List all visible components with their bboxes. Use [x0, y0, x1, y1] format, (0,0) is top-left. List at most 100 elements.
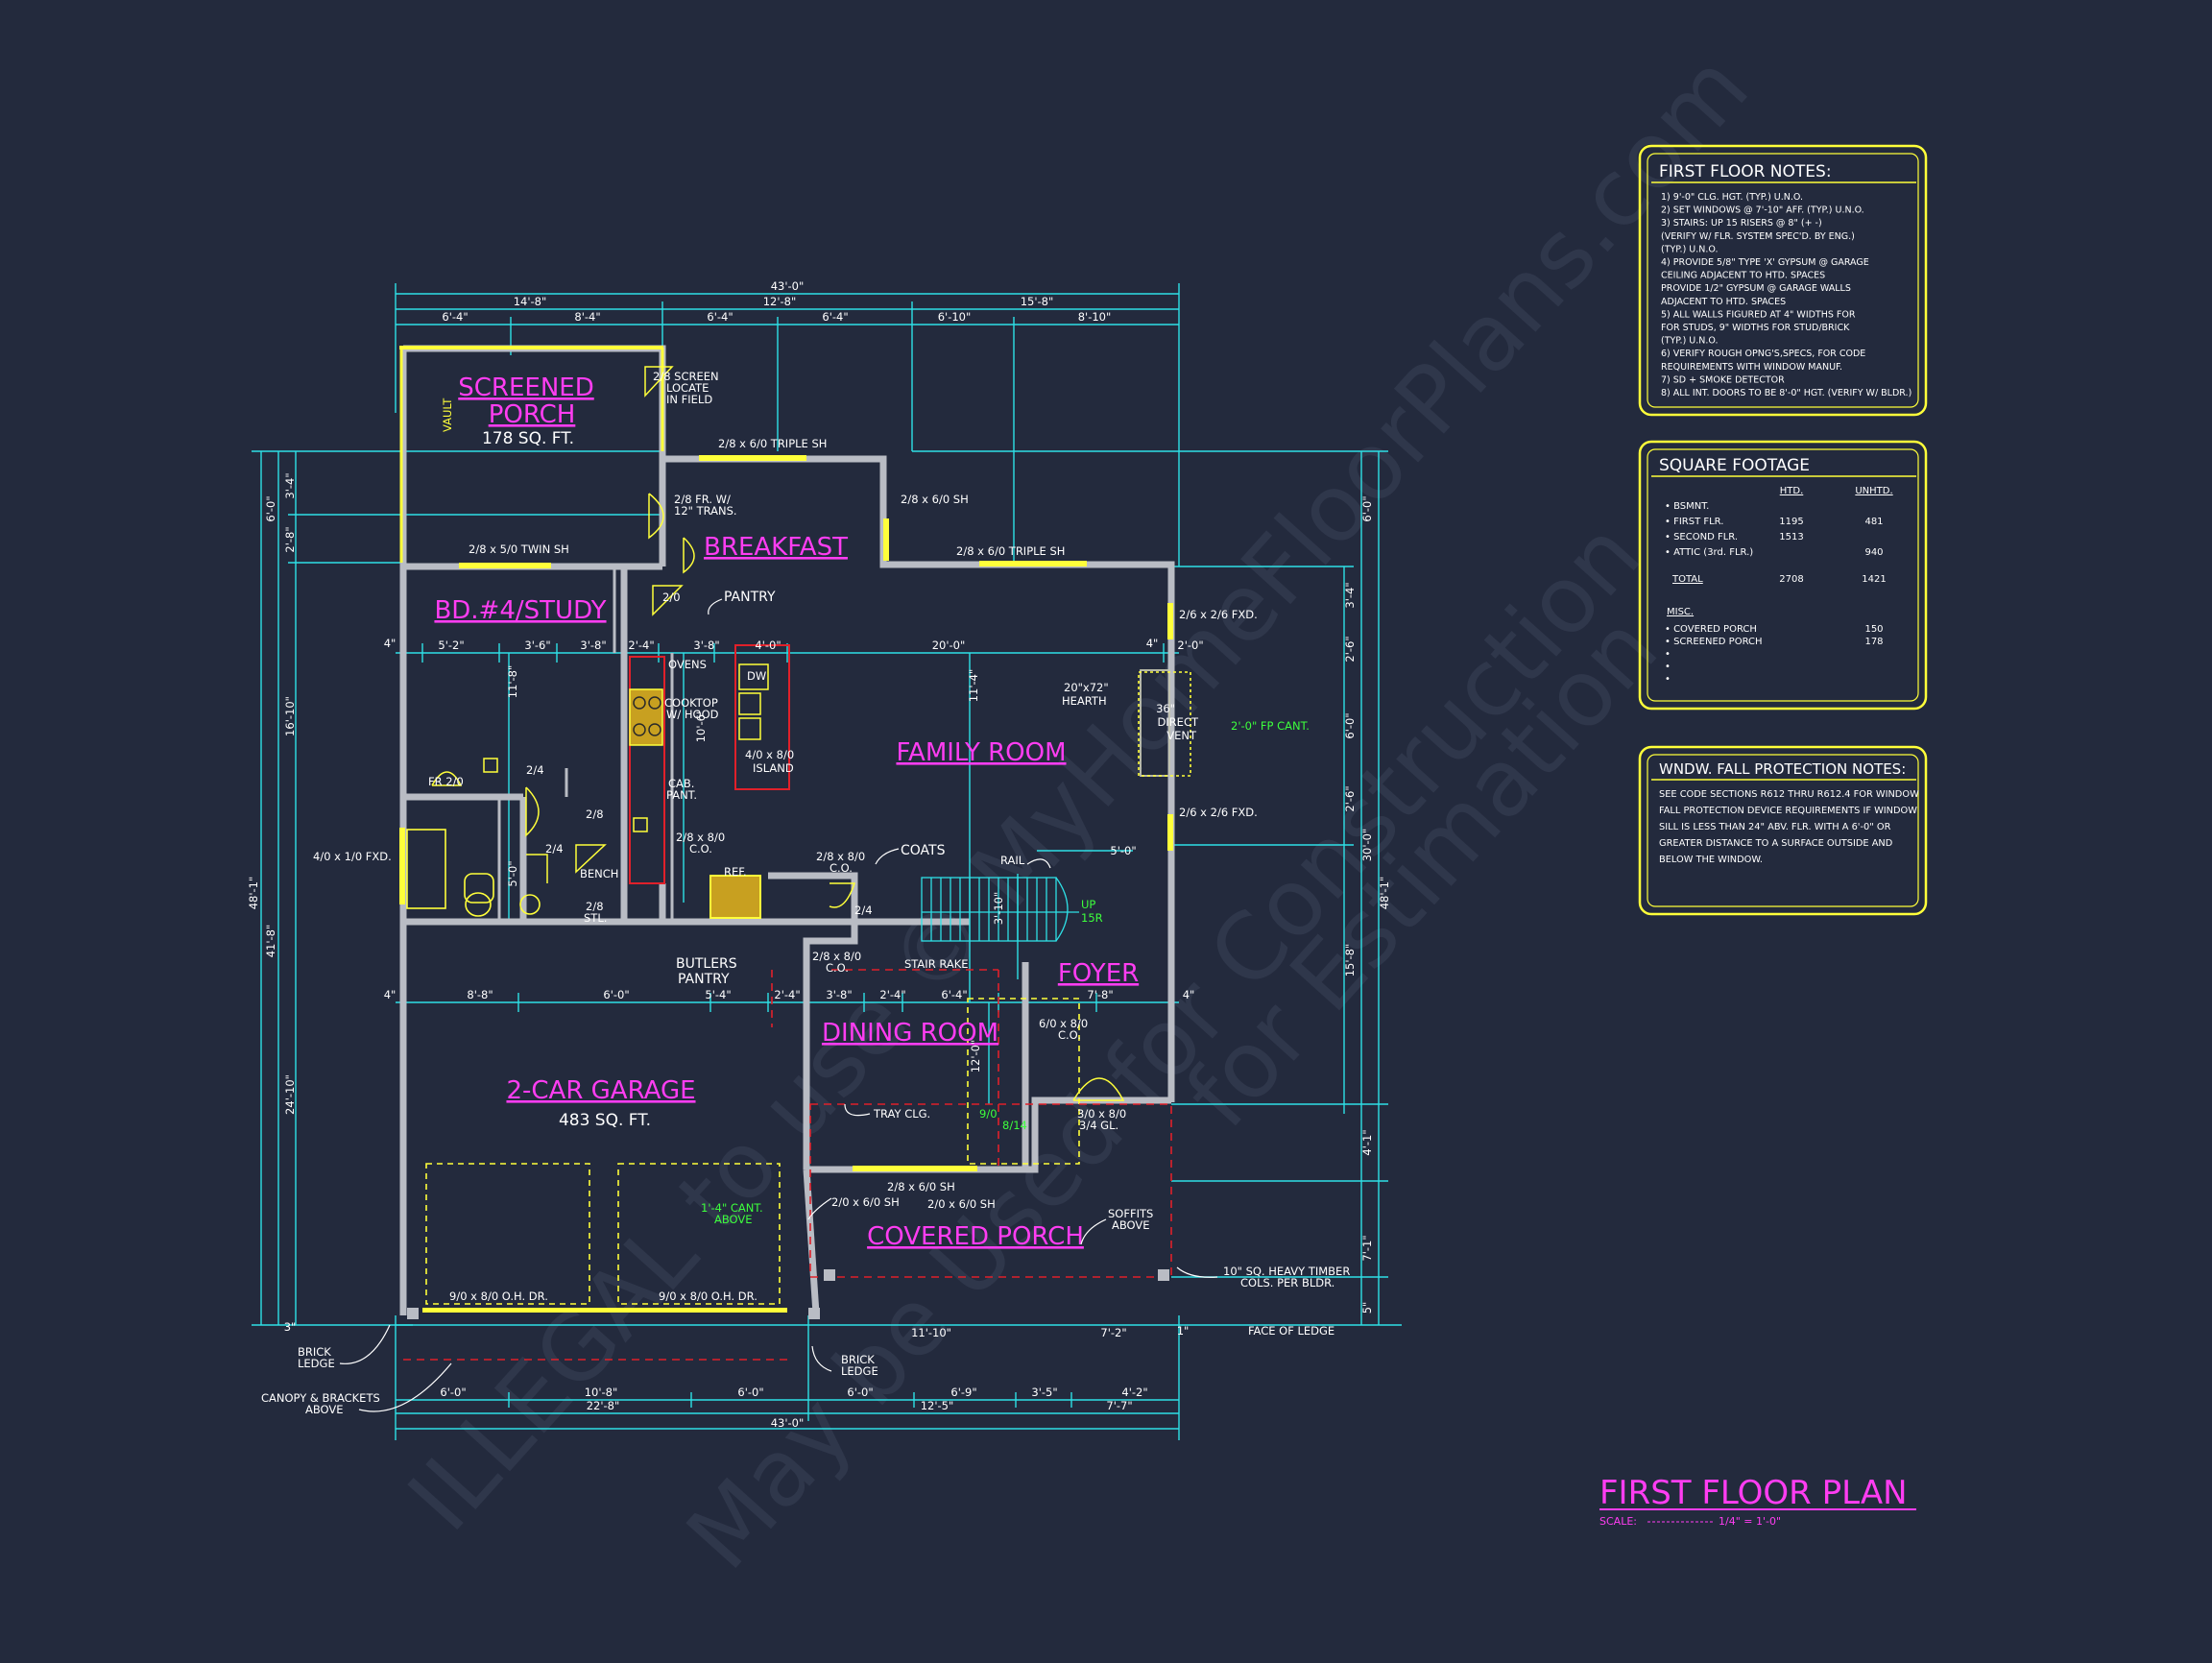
dim-mid-d: 3'-8" — [580, 639, 606, 652]
dim-top-r3-e: 6'-10" — [938, 310, 972, 324]
dim-vert-f: 12'-0" — [969, 1040, 982, 1073]
label-co-hall: 2/8 x 8/0 — [816, 850, 865, 863]
label-cooktop-2: W/ HOOD — [666, 708, 719, 721]
room-screened-porch-2: PORCH — [489, 400, 576, 429]
note-item: 4) PROVIDE 5/8" TYPE 'X' GYPSUM @ GARAGE — [1661, 257, 1869, 268]
sqft-misc-label: • — [1665, 674, 1671, 685]
label-ovens: OVENS — [668, 658, 707, 671]
dim-bot-r1-a: 6'-0" — [440, 1386, 466, 1399]
note-item: 1) 9'-0" CLG. HGT. (TYP.) U.N.O. — [1661, 192, 1803, 203]
sqft-row-unhtd: 1421 — [1862, 574, 1886, 585]
note-item: REQUIREMENTS WITH WINDOW MANUF. — [1661, 362, 1842, 373]
dim-low-d: 5'-4" — [705, 988, 731, 1001]
dim-vert-c: 11'-8" — [506, 665, 519, 699]
scale-label: SCALE: — [1599, 1515, 1637, 1528]
sqft-row-unhtd: 940 — [1864, 547, 1883, 558]
dim-left-f: 2'-8" — [283, 526, 297, 552]
label-brick-right-2: LEDGE — [841, 1364, 878, 1378]
square-footage-panel: SQUARE FOOTAGE HTD. UNHTD. • BSMNT.• FIR… — [1638, 440, 1928, 711]
dim-bot-r2-c: 7'-7" — [1106, 1399, 1132, 1412]
dimension-lines — [252, 283, 1402, 1440]
dim-right-overall: 48'-1" — [1378, 877, 1391, 910]
red-dashes — [403, 969, 1172, 1361]
fall-line: GREATER DISTANCE TO A SURFACE OUTSIDE AN… — [1659, 838, 1892, 849]
sqft-row-htd: 1195 — [1779, 517, 1803, 527]
scale-value: 1/4" = 1'-0" — [1719, 1515, 1781, 1528]
dim-mid-c: 3'-6" — [524, 639, 550, 652]
label-sh-breakfast: 2/8 x 6/0 SH — [901, 493, 969, 506]
note-item: 8) ALL INT. DOORS TO BE 8'-0" HGT. (VERI… — [1661, 388, 1911, 398]
dim-bot-r1-g: 4'-2" — [1121, 1386, 1147, 1399]
dim-top-overall: 43'-0" — [771, 279, 805, 293]
dim-right-g: 15'-8" — [1343, 944, 1357, 977]
label-fp-cant: 2'-0" FP CANT. — [1231, 719, 1310, 733]
door-swings — [431, 366, 1125, 1101]
label-vault: VAULT — [441, 398, 454, 432]
windows — [399, 455, 1173, 1313]
screened-porch-outline — [399, 346, 663, 349]
fall-line: SEE CODE SECTIONS R612 THRU R612.4 FOR W… — [1659, 789, 1919, 800]
label-pantry-door: 2/0 — [662, 590, 681, 604]
dim-vert-d: 5'-0" — [506, 860, 519, 886]
label-door-24b: 2/4 — [545, 842, 564, 856]
bath-fixtures — [406, 829, 541, 917]
dim-low-e: 2'-4" — [774, 988, 800, 1001]
fall-title: WNDW. FALL PROTECTION NOTES: — [1659, 760, 1906, 778]
label-brick-left: BRICK — [298, 1345, 331, 1359]
sqft-misc-label: • COVERED PORCH — [1665, 624, 1757, 635]
dim-low-j: 4" — [1183, 988, 1195, 1001]
label-fxd-bath: 4/0 x 1/0 FXD. — [313, 850, 392, 863]
room-family: FAMILY ROOM — [896, 738, 1066, 767]
label-co-hall-2: C.O. — [830, 861, 853, 875]
fall-line: SILL IS LESS THAN 24" ABV. FLR. WITH A 6… — [1659, 822, 1891, 832]
dim-bot-r1-d: 6'-0" — [847, 1386, 873, 1399]
label-stair-rake: STAIR RAKE — [904, 957, 969, 971]
room-covered-porch: COVERED PORCH — [867, 1222, 1084, 1251]
dim-vert-b: 10'-6" — [694, 710, 708, 743]
screened-porch-area: 178 SQ. FT. — [482, 429, 574, 448]
dim-right-c: 3'-4" — [1343, 582, 1357, 608]
dim-low-h: 6'-4" — [941, 988, 967, 1001]
dim-mid-g: 4'-0" — [755, 639, 781, 652]
room-screened-porch: SCREENED — [458, 374, 593, 402]
garage-bays — [425, 671, 1191, 1305]
label-direct-vent-2: DIRECT — [1157, 715, 1199, 729]
dim-left-c: 24'-10" — [283, 1074, 297, 1115]
label-canopy-2: ABOVE — [305, 1403, 344, 1416]
room-bedroom-study: BD.#4/STUDY — [434, 596, 606, 625]
label-co-butler: 2/8 x 8/0 — [812, 950, 861, 963]
label-door-28: 2/8 — [586, 807, 604, 821]
label-cooktop: COOKTOP — [664, 696, 718, 710]
label-co-kitchen: 2/8 x 8/0 — [676, 831, 725, 844]
label-triple-sh-family: 2/8 x 6/0 TRIPLE SH — [956, 544, 1065, 558]
sqft-row-htd: 1513 — [1779, 532, 1803, 542]
label-locate: LOCATE — [666, 381, 709, 395]
sqft-misc-title: MISC. — [1667, 607, 1694, 617]
sqft-title: SQUARE FOOTAGE — [1659, 456, 1810, 475]
sqft-row-label: • ATTIC (3rd. FLR.) — [1665, 547, 1753, 558]
label-door-coat: 2/4 — [854, 904, 873, 917]
label-pantry: PANTRY — [724, 590, 776, 605]
dim-vert-a: 11'-4" — [967, 669, 980, 703]
dim-bot-r2-a: 22'-8" — [587, 1399, 620, 1412]
label-front-door: 3/0 x 8/0 — [1077, 1107, 1126, 1121]
dim-ledge-c: 7'-2" — [1100, 1326, 1126, 1339]
dim-mid-f: 3'-8" — [693, 639, 719, 652]
dim-right-a: 6'-0" — [1360, 495, 1374, 521]
room-areas: 178 SQ. FT. 483 SQ. FT. — [482, 429, 651, 1130]
label-ohdr-a: 9/0 x 8/0 O.H. DR. — [449, 1289, 548, 1303]
dim-left-a: 16'-10" — [283, 696, 297, 736]
note-item: CEILING ADJACENT TO HTD. SPACES — [1661, 271, 1825, 281]
stairs — [921, 877, 1079, 942]
dim-mid-b: 5'-2" — [438, 639, 464, 652]
dim-right-i: 7'-1" — [1360, 1235, 1374, 1261]
label-twin-sh: 2/8 x 5/0 TWIN SH — [469, 542, 569, 556]
dim-mid-h: 20'-0" — [932, 639, 966, 652]
title-block: FIRST FLOOR PLAN SCALE: 1/4" = 1'-0" — [1599, 1474, 1916, 1528]
label-co-foyer: 6/0 x 8/0 — [1039, 1017, 1088, 1030]
sqft-row-htd: 2708 — [1779, 574, 1803, 585]
dim-top-r3-f: 8'-10" — [1078, 310, 1112, 324]
label-soffits: SOFFITS — [1108, 1207, 1153, 1220]
